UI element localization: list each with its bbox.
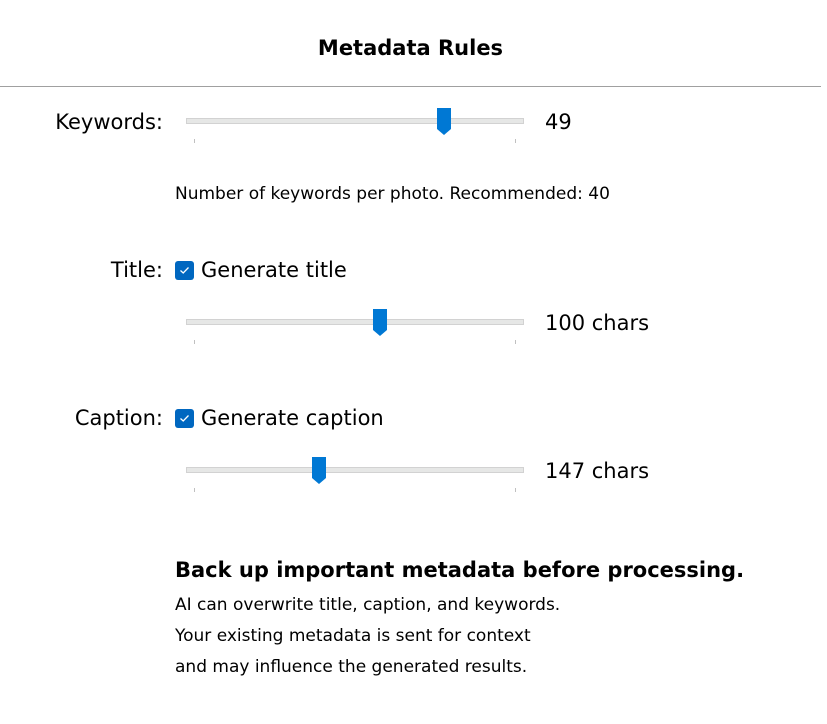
keywords-value: 49 — [545, 110, 572, 134]
warning-line: Your existing metadata is sent for conte… — [175, 626, 531, 646]
slider-tick — [194, 340, 195, 344]
header-divider — [0, 86, 821, 87]
warning-line: AI can overwrite title, caption, and key… — [175, 595, 561, 615]
title-label: Title: — [110, 258, 163, 282]
slider-tick — [515, 488, 516, 492]
caption-length-value: 147 chars — [545, 459, 650, 483]
generate-title-label: Generate title — [201, 258, 347, 282]
slider-thumb[interactable] — [373, 309, 388, 336]
caption-length-slider[interactable] — [186, 457, 524, 497]
warning-heading: Back up important metadata before proces… — [175, 558, 745, 582]
generate-caption-checkbox[interactable]: Generate caption — [175, 406, 384, 430]
title-length-slider[interactable] — [186, 309, 524, 349]
page-title: Metadata Rules — [317, 36, 504, 60]
checkbox-checked-icon — [175, 408, 194, 428]
keywords-label: Keywords: — [55, 110, 163, 134]
slider-tick — [194, 139, 195, 143]
slider-tick — [515, 139, 516, 143]
slider-track — [186, 319, 524, 325]
slider-track — [186, 118, 524, 124]
slider-thumb[interactable] — [437, 108, 452, 135]
slider-tick — [194, 488, 195, 492]
slider-track — [186, 467, 524, 473]
keywords-slider[interactable] — [186, 108, 524, 148]
keywords-description: Number of keywords per photo. Recommende… — [175, 184, 610, 204]
generate-caption-label: Generate caption — [201, 406, 384, 430]
checkbox-checked-icon — [175, 260, 194, 280]
generate-title-checkbox[interactable]: Generate title — [175, 258, 347, 282]
slider-tick — [515, 340, 516, 344]
warning-line: and may influence the generated results. — [175, 657, 528, 677]
caption-label: Caption: — [74, 406, 163, 430]
title-length-value: 100 chars — [545, 311, 650, 335]
slider-thumb[interactable] — [312, 457, 327, 484]
